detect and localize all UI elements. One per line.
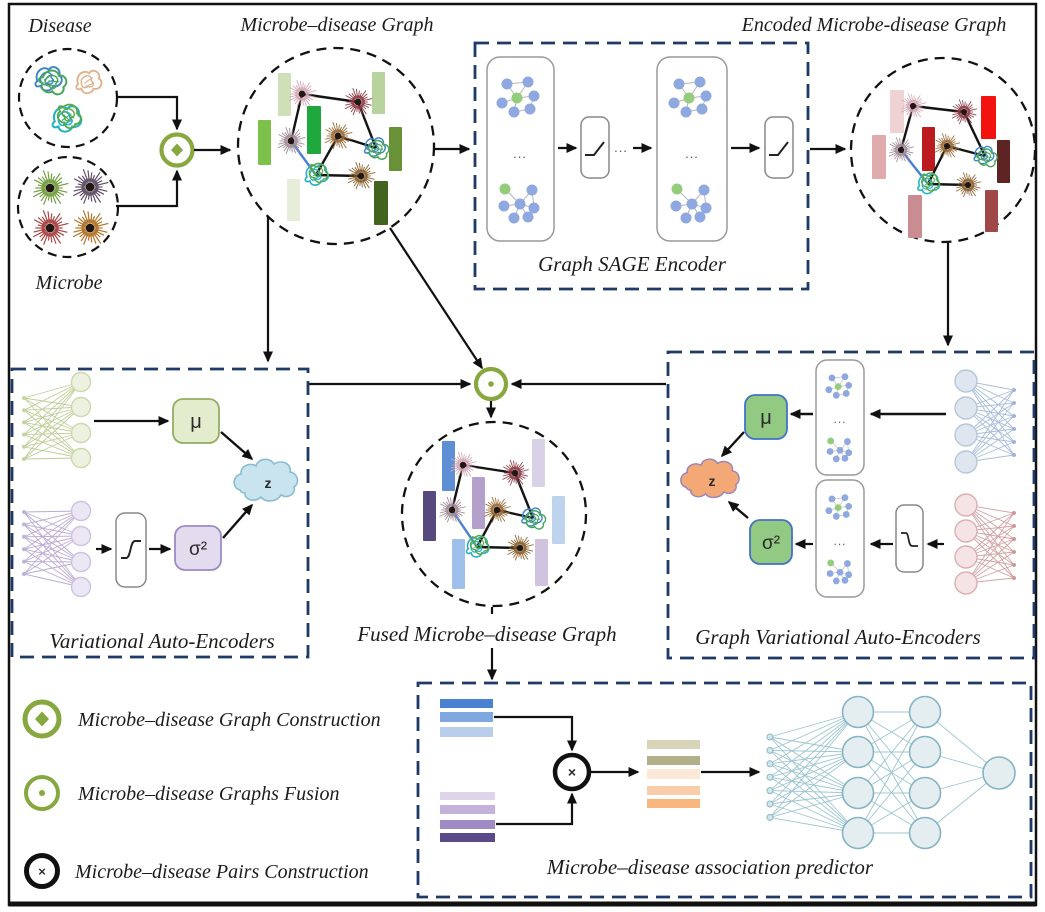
microbe-node-icon: [501, 458, 530, 487]
ellipsis: ...: [833, 534, 846, 548]
microbe-set-circle: [16, 155, 120, 259]
ellipsis: ...: [513, 146, 527, 161]
microbe-node-icon: [323, 121, 354, 151]
vae-title: Variational Auto-Encoders: [49, 629, 274, 653]
z-label: z: [265, 475, 272, 491]
diamond-icon: [35, 711, 49, 727]
microbe-node-icon: [888, 136, 916, 163]
dot-icon: [488, 381, 494, 387]
encoded-graph-circle: [849, 56, 1037, 244]
vae-microbe-encoder-network: [22, 500, 92, 598]
times-icon: ×: [38, 864, 46, 879]
dot-icon: [39, 790, 45, 796]
pairs-construction-operator: ×: [552, 752, 592, 792]
fused-graph-circle: [400, 420, 588, 608]
microbe-node-icon: [900, 92, 928, 119]
predictor-neural-network: [766, 695, 1016, 850]
disease-protein-icon: [35, 65, 70, 100]
microbe-node-icon: [955, 171, 983, 198]
predictor-title: Microbe–disease association predictor: [546, 855, 874, 879]
legend-pairs-symbol: ×: [24, 853, 60, 889]
sigma-label: σ²: [762, 533, 780, 554]
gvae-box: ... ... μ σ² z Graph Variational Auto-En…: [666, 350, 1036, 660]
microbe-icon: [71, 167, 110, 206]
sigmoid-icon: [901, 532, 918, 547]
flow-arrows: [116, 95, 953, 681]
sigmoid-icon: [121, 540, 141, 559]
microbe-title: Microbe: [34, 272, 102, 294]
z-label: z: [709, 473, 716, 489]
legend-fusion-symbol: [24, 775, 60, 811]
ellipsis: ...: [685, 146, 699, 161]
disease-set-circle: [17, 47, 119, 149]
md-graph-title: Microbe–disease Graph: [239, 14, 433, 36]
sigma-box: [174, 525, 222, 571]
activation-box: [764, 116, 794, 179]
diamond-icon: [171, 143, 183, 157]
microbe-icon: [31, 168, 70, 207]
microbe-icon: [71, 208, 110, 247]
times-icon: ×: [568, 764, 576, 780]
disease-protein-icon: [75, 69, 103, 95]
mu-label: μ: [760, 407, 772, 429]
disease-embedding-bars: [440, 699, 493, 737]
legend-pairs-label: Microbe–disease Pairs Construction: [74, 861, 369, 883]
legend-fusion-label: Microbe–disease Graphs Fusion: [77, 783, 339, 805]
microbe-node-icon: [483, 495, 512, 524]
ellipsis: ...: [614, 140, 628, 155]
relu-icon: [769, 141, 789, 156]
protein-node-icon: [365, 137, 393, 164]
pair-embedding-bars: [647, 740, 700, 808]
microbe-icon: [31, 208, 70, 247]
protein-node-icon: [974, 145, 1000, 171]
protein-node-icon: [522, 507, 549, 534]
md-graph-bars: [258, 72, 402, 225]
legend-construction-label: Microbe–disease Graph Construction: [77, 709, 381, 731]
disease-protein-icon: [53, 101, 84, 132]
activation-box: [895, 504, 924, 573]
sigma-label: σ²: [189, 539, 207, 560]
encoded-graph-bars: [872, 90, 1010, 238]
microbe-node-icon: [343, 87, 374, 117]
disease-title: Disease: [27, 15, 91, 37]
mu-box: [172, 398, 220, 444]
microbe-node-icon: [951, 98, 979, 125]
microbe-node-icon: [934, 132, 962, 159]
encoded-graph-edges: [899, 104, 987, 187]
md-graph-circle: [236, 46, 436, 246]
predictor-box: × Microbe–disease association predictor: [416, 681, 1033, 899]
pair-arrows: [494, 715, 761, 826]
gvae-microbe-encoder-network: [954, 493, 1016, 595]
fused-graph-bars: [423, 439, 565, 589]
relu-icon: [585, 141, 605, 156]
mu-box: [744, 394, 788, 440]
graphs-fusion-operator: [473, 366, 509, 402]
graph-construction-operator: [159, 132, 195, 168]
mu-label: μ: [190, 411, 202, 433]
microbe-node-icon: [276, 126, 307, 156]
gvae-title: Graph Variational Auto-Encoders: [695, 625, 980, 649]
ellipsis: ...: [833, 412, 846, 426]
encoded-graph-title: Encoded Microbe-disease Graph: [741, 14, 1007, 36]
gvae-disease-encoder-network: [954, 369, 1016, 474]
microbe-embedding-bars: [440, 792, 495, 842]
microbe-node-icon: [506, 533, 535, 562]
vae-box: μ σ² z Variational Auto-Encoders: [10, 367, 310, 659]
legend-construction-symbol: [22, 699, 62, 739]
activation-box: [580, 116, 610, 179]
sigma-box: [749, 519, 793, 565]
sage-encoder-title: Graph SAGE Encoder: [538, 252, 727, 276]
microbe-node-icon: [438, 495, 467, 524]
fused-graph-title: Fused Microbe–disease Graph: [356, 622, 616, 646]
vae-disease-encoder-network: [22, 371, 92, 469]
legend: Microbe–disease Graph Construction Micro…: [22, 699, 381, 889]
microbe-node-icon: [287, 79, 318, 109]
microbe-node-icon: [346, 161, 377, 191]
sage-encoder-box: ... ... ... Graph SAGE Encoder: [473, 41, 810, 291]
